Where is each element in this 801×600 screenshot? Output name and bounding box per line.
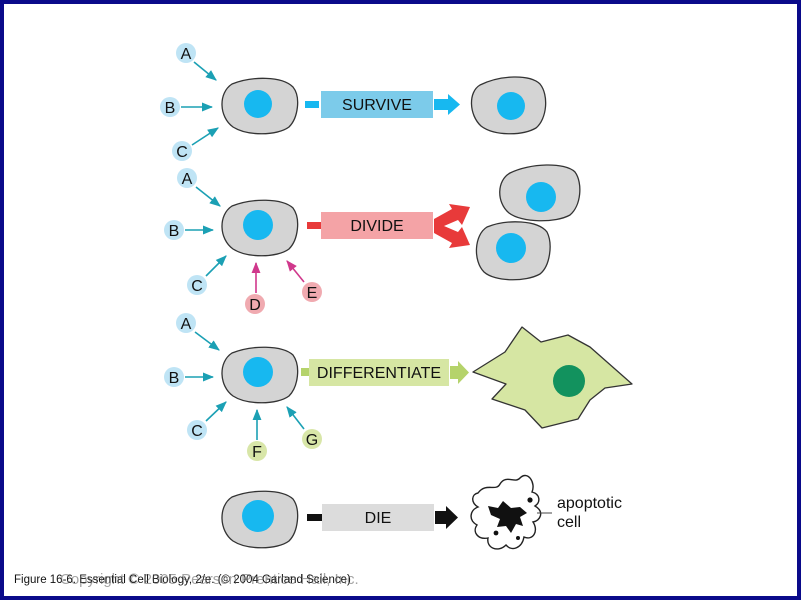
nucleus	[244, 90, 272, 118]
nuclear-fragment	[493, 530, 499, 536]
svg-text:F: F	[252, 444, 262, 461]
svg-text:B: B	[165, 100, 176, 117]
figure-frame: A B C SURVIVE A B	[4, 4, 797, 596]
nucleus	[526, 182, 556, 212]
outcome-arrowhead	[435, 506, 458, 529]
outcome-label-survive: SURVIVE	[342, 97, 412, 114]
svg-text:A: A	[182, 171, 193, 188]
svg-text:C: C	[191, 278, 203, 295]
nucleus	[553, 365, 585, 397]
outcome-arrowhead	[450, 361, 469, 384]
svg-text:G: G	[306, 432, 318, 449]
signal-arrow	[195, 186, 221, 207]
svg-text:E: E	[307, 285, 318, 302]
nucleus	[243, 357, 273, 387]
arrow-tail	[307, 222, 321, 229]
outcome-box-survive	[321, 91, 433, 118]
outcome-label-die: DIE	[365, 510, 392, 527]
svg-text:A: A	[181, 316, 192, 333]
nuclear-fragment	[527, 497, 533, 503]
svg-text:C: C	[191, 423, 203, 440]
row-differentiate: A B C F G DIFFERENTIATE	[164, 313, 633, 461]
signal-arrow	[286, 406, 305, 430]
outcome-label-differentiate: DIFFERENTIATE	[317, 365, 441, 382]
apoptotic-label-line2: cell	[557, 514, 581, 531]
signal-g: G	[302, 429, 322, 449]
arrow-tail	[301, 368, 309, 376]
signal-a: A	[176, 313, 196, 333]
signal-arrow	[286, 260, 305, 283]
outcome-arrowhead	[434, 94, 460, 115]
signal-c: C	[172, 141, 192, 161]
fragmented-nucleus	[488, 501, 527, 533]
signal-c: C	[187, 275, 207, 295]
nuclear-fragment	[516, 536, 520, 540]
row-die: DIE apoptotic cell	[221, 474, 622, 550]
signal-c: C	[187, 420, 207, 440]
signal-arrow	[205, 401, 227, 422]
signal-arrow	[191, 127, 219, 146]
signal-arrow	[205, 255, 227, 277]
nucleus	[497, 92, 525, 120]
signal-b: B	[160, 97, 180, 117]
row-divide: A B C D E DIVIDE	[164, 164, 581, 314]
outcome-label-divide: DIVIDE	[350, 218, 403, 235]
signal-b: B	[164, 367, 184, 387]
svg-text:B: B	[169, 223, 180, 240]
copyright-watermark: Copyright © 2005 Pearson Prentice Hall, …	[60, 571, 359, 588]
nucleus	[242, 500, 274, 532]
figure-caption: Figure 16-6. Essential Cell Biology, 2/e…	[14, 574, 351, 586]
signal-e: E	[302, 282, 322, 302]
arrow-tail	[305, 101, 319, 108]
signal-a: A	[176, 43, 196, 63]
nucleus	[243, 210, 273, 240]
outcome-box-divide	[321, 212, 433, 239]
signal-arrow	[193, 61, 217, 81]
apoptotic-label-line1: apoptotic	[557, 495, 622, 512]
svg-text:B: B	[169, 370, 180, 387]
arrow-tail	[307, 514, 322, 521]
differentiated-cell	[472, 326, 633, 429]
signal-f: F	[247, 441, 267, 461]
svg-text:A: A	[181, 46, 192, 63]
outcome-box-die	[322, 504, 434, 531]
svg-text:C: C	[176, 144, 188, 161]
divide-fork-arrow	[434, 204, 470, 248]
cell-fate-diagram: A B C SURVIVE A B	[160, 43, 633, 550]
signal-d: D	[245, 294, 265, 314]
signal-b: B	[164, 220, 184, 240]
signal-arrow	[194, 331, 220, 351]
row-survive: A B C SURVIVE	[160, 43, 547, 161]
svg-text:D: D	[249, 297, 261, 314]
outcome-box-differentiate	[309, 359, 449, 386]
nucleus	[496, 233, 526, 263]
signal-a: A	[177, 168, 197, 188]
